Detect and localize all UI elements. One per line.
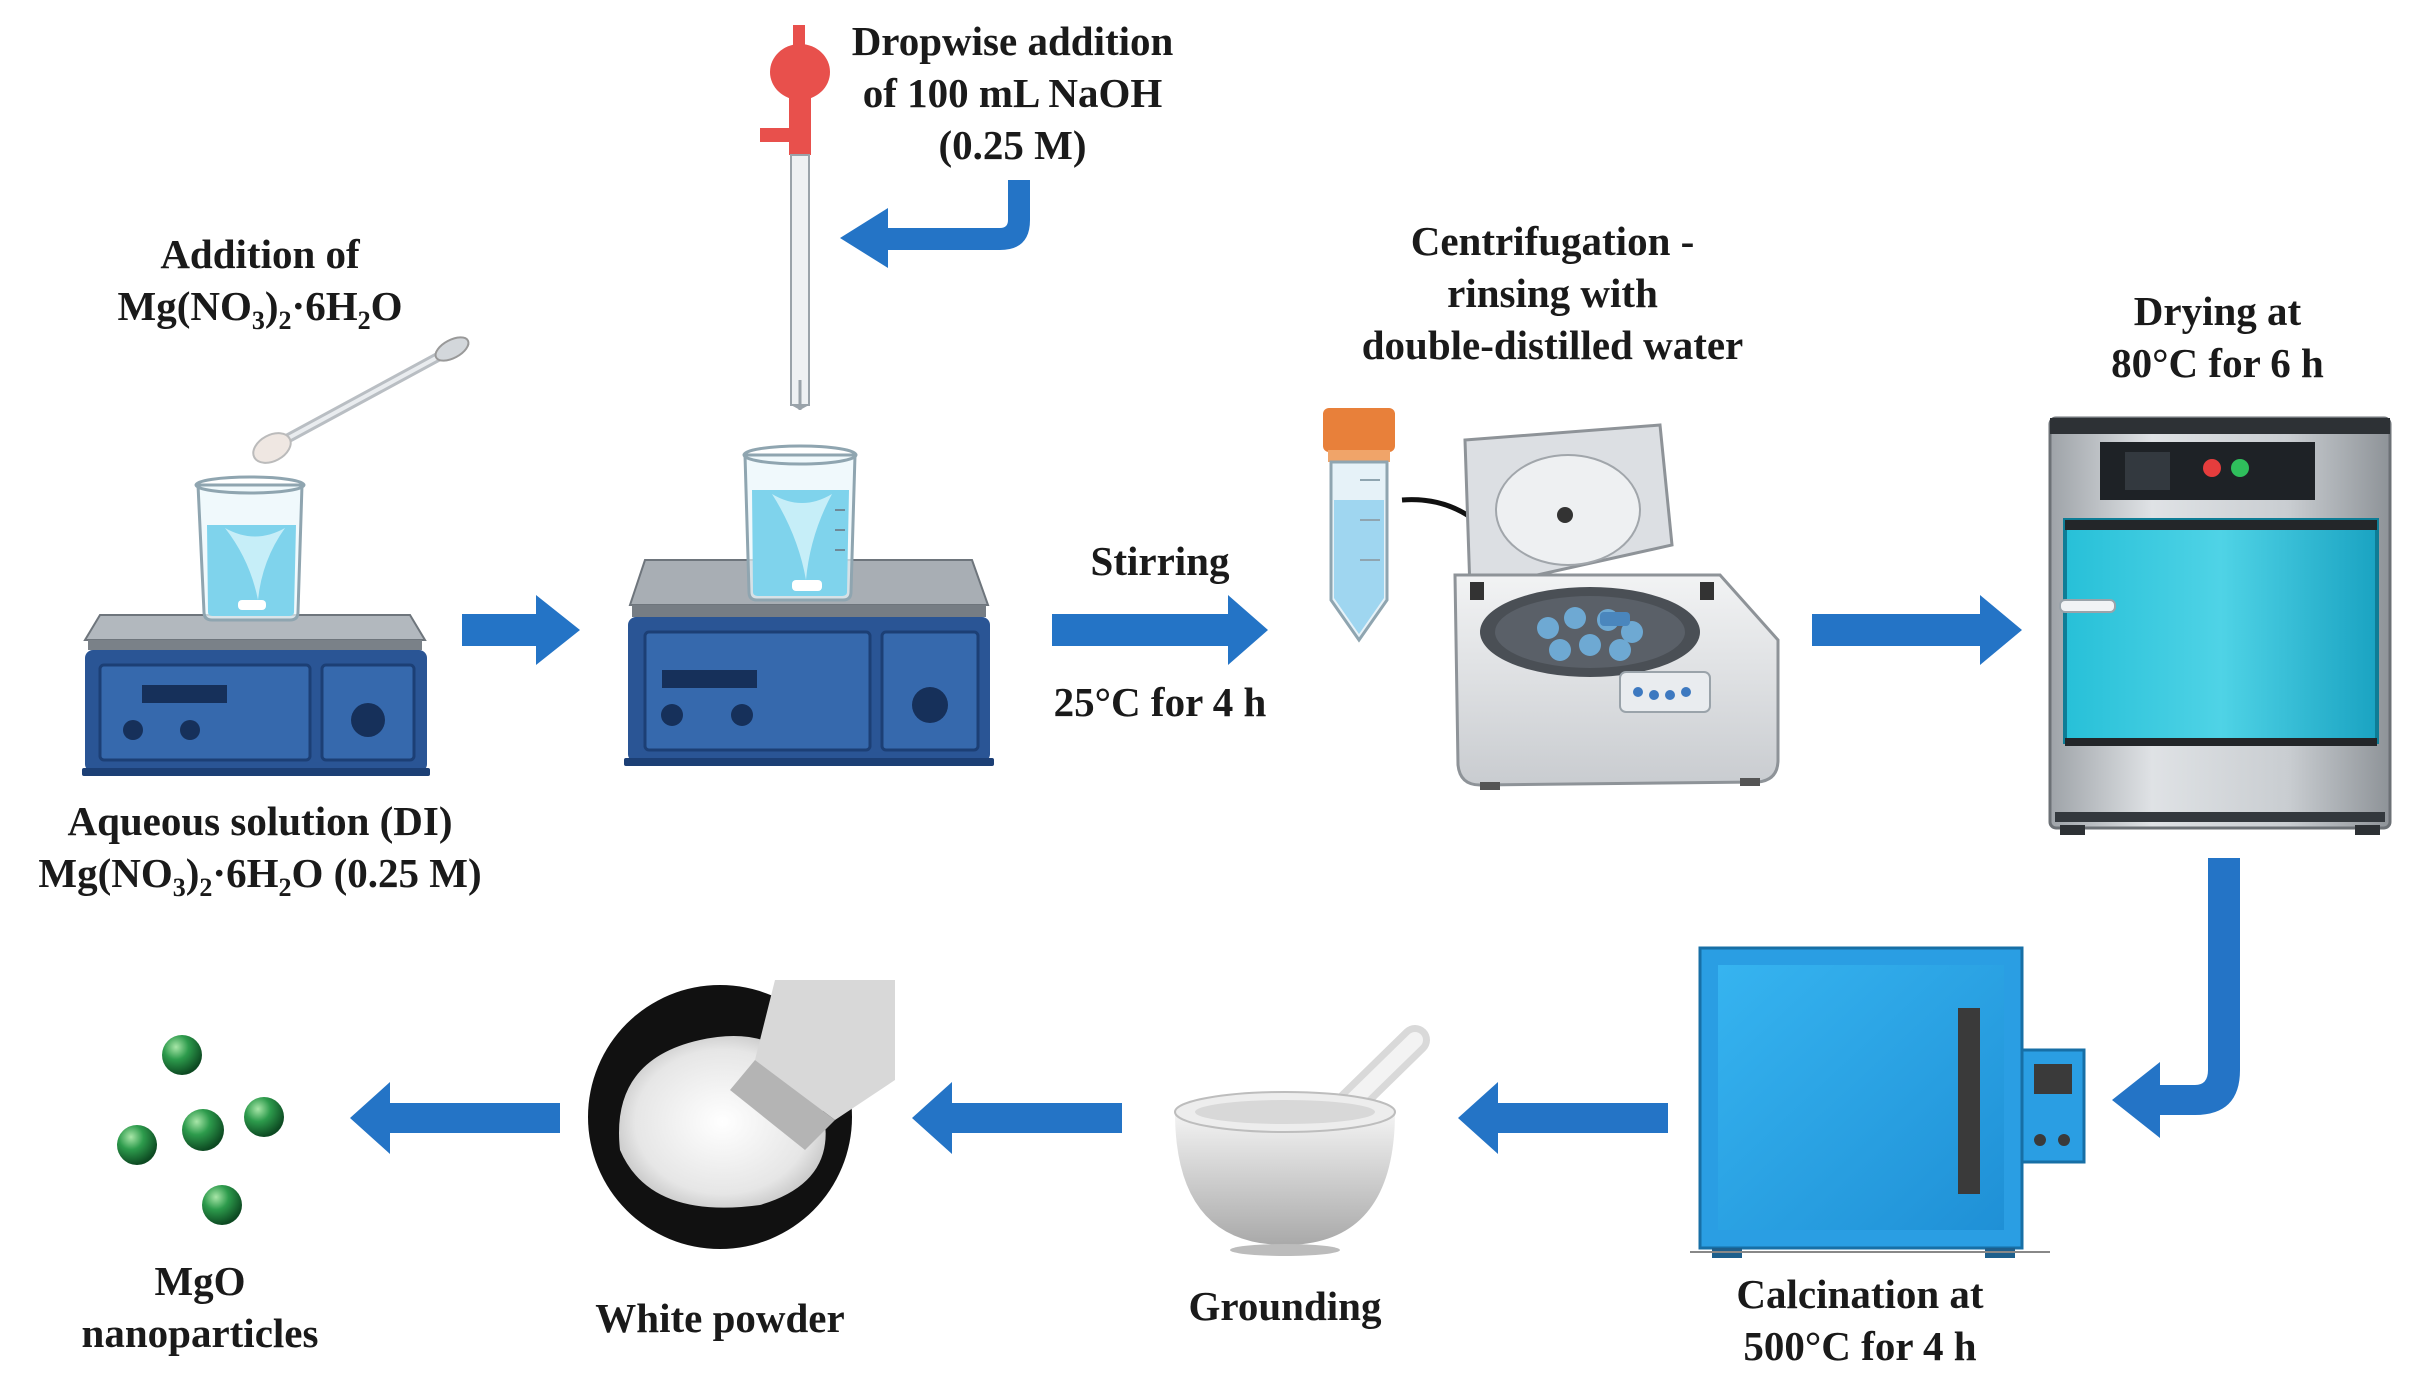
grounding-label: Grounding [1188, 1283, 1382, 1329]
arrow-mortar-to-powder [912, 1082, 1122, 1154]
white-powder-label: White powder [595, 1295, 845, 1341]
flow-arrows [350, 180, 2240, 1154]
mgo-label: MgO nanoparticles [45, 1255, 355, 1359]
arrow-furnace-to-mortar [1458, 1082, 1668, 1154]
aqueous-formula: Mg(NO3)2·6H2O (0.25 M) [38, 850, 482, 903]
nanoparticle-sphere [117, 1125, 157, 1165]
beaker-1 [194, 475, 306, 622]
centrifugation-line1: Centrifugation - [1410, 218, 1695, 264]
calcination-line2: 500°C for 4 h [1743, 1323, 1977, 1369]
dropwise-line2: of 100 mL NaOH [862, 70, 1163, 116]
hotplate-stirrer-2 [624, 559, 994, 766]
centrifugation-label: Centrifugation - rinsing with double-dis… [1300, 215, 1805, 371]
drying-oven [2048, 416, 2392, 835]
dropwise-label: Dropwise addition of 100 mL NaOH (0.25 M… [815, 15, 1210, 171]
dropwise-line1: Dropwise addition [851, 18, 1174, 64]
addition-formula: Mg(NO3)2·6H2O [117, 283, 403, 336]
calcination-furnace [1690, 946, 2086, 1258]
arrow-powder-to-mgo [350, 1082, 560, 1154]
drying-line1: Drying at [2133, 288, 2302, 334]
hotplate-stirrer-1 [82, 614, 430, 776]
arrow-stirring [1052, 595, 1268, 665]
aqueous-label: Aqueous solution (DI) Mg(NO3)2·6H2O (0.2… [0, 795, 520, 914]
calcination-label: Calcination at 500°C for 4 h [1700, 1268, 2020, 1372]
stirring-label: Stirring [1090, 538, 1230, 584]
nanoparticle-sphere [182, 1109, 224, 1151]
dropping-pipette [760, 25, 830, 410]
calcination-line1: Calcination at [1736, 1271, 1984, 1317]
addition-label: Addition of Mg(NO3)2·6H2O [85, 228, 435, 347]
addition-line1: Addition of [160, 231, 360, 277]
centrifuge-tube [1323, 408, 1395, 643]
centrifuge [1453, 423, 1780, 790]
stirring-condition-label: 25°C for 4 h [1053, 679, 1267, 725]
white-powder-photo [588, 980, 895, 1249]
mgo-nanoparticles [117, 1035, 284, 1225]
arrow-nacl-to-pipette [840, 180, 1030, 268]
mortar-and-pestle [1174, 1025, 1430, 1256]
spatula [252, 336, 470, 464]
dropwise-line3: (0.25 M) [938, 122, 1087, 168]
arrow-centrifuge-to-oven [1812, 595, 2022, 665]
mgo-line1: MgO [154, 1258, 246, 1304]
centrifugation-line2: rinsing with [1447, 270, 1658, 316]
aqueous-line1: Aqueous solution (DI) [67, 798, 453, 844]
drying-label: Drying at 80°C for 6 h [2060, 285, 2375, 389]
nanoparticle-sphere [202, 1185, 242, 1225]
drying-line2: 80°C for 6 h [2111, 340, 2324, 386]
nanoparticle-sphere [244, 1097, 284, 1137]
arrow-oven-to-furnace [2112, 858, 2240, 1138]
mgo-line2: nanoparticles [81, 1310, 319, 1356]
beaker-2 [742, 444, 858, 602]
nanoparticle-sphere [162, 1035, 202, 1075]
centrifugation-line3: double-distilled water [1361, 322, 1744, 368]
arrow-hotplate1-to-hotplate2 [462, 595, 580, 665]
